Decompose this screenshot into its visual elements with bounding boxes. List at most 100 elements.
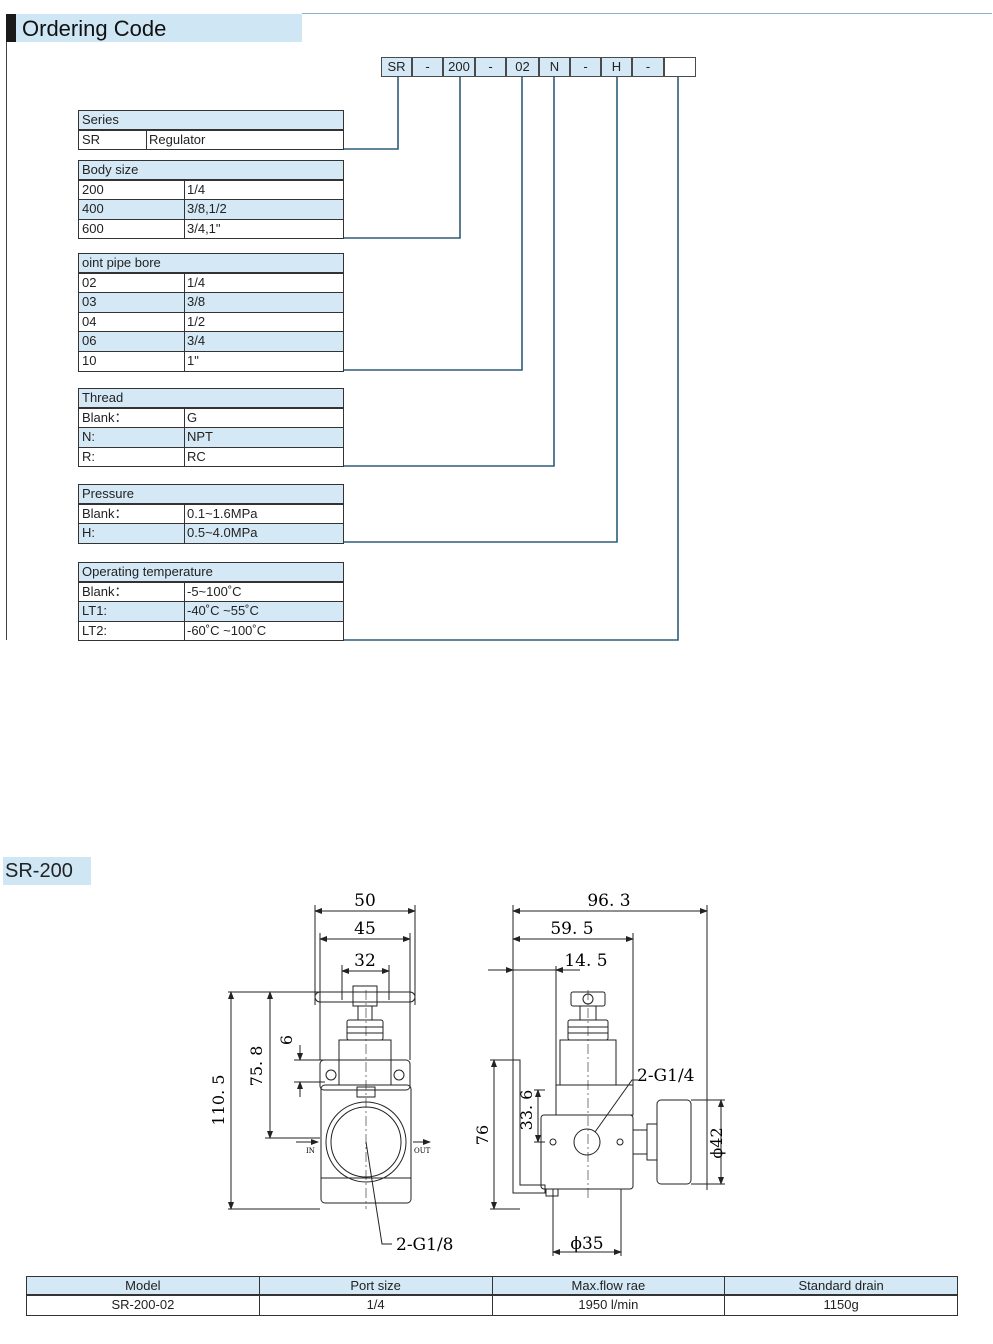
section-label-background (3, 857, 91, 885)
dim-width-50: 50 (354, 891, 376, 911)
option-value: 3/4,1" (187, 220, 221, 236)
gauge-port-label: 2-G1/4 (637, 1066, 695, 1086)
option-code: LT1: (79, 602, 185, 621)
table-title: Pressure (82, 486, 135, 501)
table-row: Blank：0.1~1.6MPa (78, 504, 344, 525)
dim-height-110: 110. 5 (209, 1075, 228, 1126)
header-background (16, 14, 302, 42)
spec-port-size: 1/4 (260, 1296, 493, 1315)
table-header: Operating temperature (78, 563, 344, 583)
table-row: H:0.5~4.0MPa (78, 524, 344, 544)
table-row: N:NPT (78, 428, 344, 448)
option-code: 03 (79, 293, 185, 312)
code-thread: N (539, 57, 570, 77)
option-value: Regulator (149, 131, 206, 147)
option-code: 10 (79, 351, 185, 371)
option-code: 06 (79, 332, 185, 351)
option-value: G (187, 409, 198, 425)
option-value: 1/2 (187, 313, 206, 329)
spec-data-row: SR-200-02 1/4 1950 l/min 1150g (27, 1296, 957, 1315)
option-code: Blank： (79, 582, 185, 602)
dim-width-96: 96. 3 (587, 891, 630, 911)
section-title: SR-200 (5, 860, 73, 882)
dim-height-6: 6 (277, 1035, 296, 1045)
spec-header: Model (27, 1277, 260, 1294)
table-title: Thread (82, 390, 124, 405)
option-value: NPT (187, 429, 213, 445)
spec-standard-drain: 1150g (823, 1297, 859, 1312)
code-pipe-bore: 02 (506, 57, 539, 77)
header-accent-bar (6, 14, 16, 42)
table-header: Thread (78, 389, 344, 409)
option-value: -60˚C ~100˚C (187, 622, 267, 638)
code-body-size: 200 (443, 57, 475, 77)
in-label: IN (306, 1147, 315, 1155)
option-value: 1/4 (187, 181, 206, 197)
option-code: 04 (79, 312, 185, 332)
spec-header: Max.flow rae (493, 1277, 726, 1294)
option-value: 1/4 (187, 274, 206, 290)
left-rule (6, 42, 7, 640)
option-value: 0.5~4.0MPa (187, 525, 258, 541)
front-view (228, 905, 431, 1245)
table-row: LT2:-60˚C ~100˚C (78, 621, 344, 642)
option-value: -5~100˚C (187, 583, 242, 599)
code-dash-4: - (632, 57, 664, 77)
option-value: 3/8 (187, 294, 206, 310)
dim-width-32: 32 (354, 951, 376, 971)
option-value: 3/4 (187, 333, 206, 349)
option-code: 400 (79, 200, 185, 219)
option-code: Blank： (79, 504, 185, 524)
code-connector-lines (344, 77, 679, 641)
spec-table: Model Port size Max.flow rae Standard dr… (26, 1276, 958, 1316)
side-view (488, 905, 725, 1256)
table-header: oint pipe bore (78, 254, 344, 274)
option-value: 3/8,1/2 (187, 201, 227, 217)
dim-width-45: 45 (354, 919, 376, 939)
table-header: Series (78, 111, 344, 131)
spec-header: Standard drain (798, 1278, 884, 1293)
table-header: Pressure (78, 485, 344, 505)
code-dash-1: - (412, 57, 443, 77)
option-code: 600 (79, 219, 185, 239)
table-header: Body size (78, 161, 344, 181)
spec-header-row: Model Port size Max.flow rae Standard dr… (27, 1277, 957, 1296)
option-code: LT2: (79, 621, 185, 641)
option-code: 02 (79, 273, 185, 293)
option-code: N: (79, 428, 185, 447)
table-title: Series (82, 112, 119, 127)
code-temperature (664, 57, 696, 77)
table-row: Blank：G (78, 408, 344, 429)
code-series: SR (381, 57, 412, 77)
table-row: R:RC (78, 447, 344, 468)
dim-height-33: 33. 6 (517, 1090, 536, 1131)
technical-drawing: 50 45 32 6 75. 8 110. 5 IN OUT 2-G1/8 (209, 891, 726, 1256)
table-thread: Thread Blank：G N:NPT R:RC (78, 388, 344, 468)
option-value: 1" (187, 352, 199, 368)
table-row: LT1:-40˚C ~55˚C (78, 602, 344, 622)
option-value: 0.1~1.6MPa (187, 505, 258, 521)
front-port-label: 2-G1/8 (396, 1235, 454, 1255)
spec-model: SR-200-02 (27, 1296, 260, 1315)
page-title: Ordering Code (22, 16, 167, 41)
option-code: 200 (79, 180, 185, 200)
table-operating-temperature: Operating temperature Blank：-5~100˚C LT1… (78, 562, 344, 642)
option-code: Blank： (79, 408, 185, 428)
gauge-diameter-label: ϕ42 (707, 1127, 726, 1158)
dim-width-59: 59. 5 (550, 919, 593, 939)
option-code: H: (79, 524, 185, 543)
option-value: -40˚C ~55˚C (187, 603, 259, 619)
code-dash-2: - (475, 57, 506, 77)
table-title: Body size (82, 162, 139, 177)
